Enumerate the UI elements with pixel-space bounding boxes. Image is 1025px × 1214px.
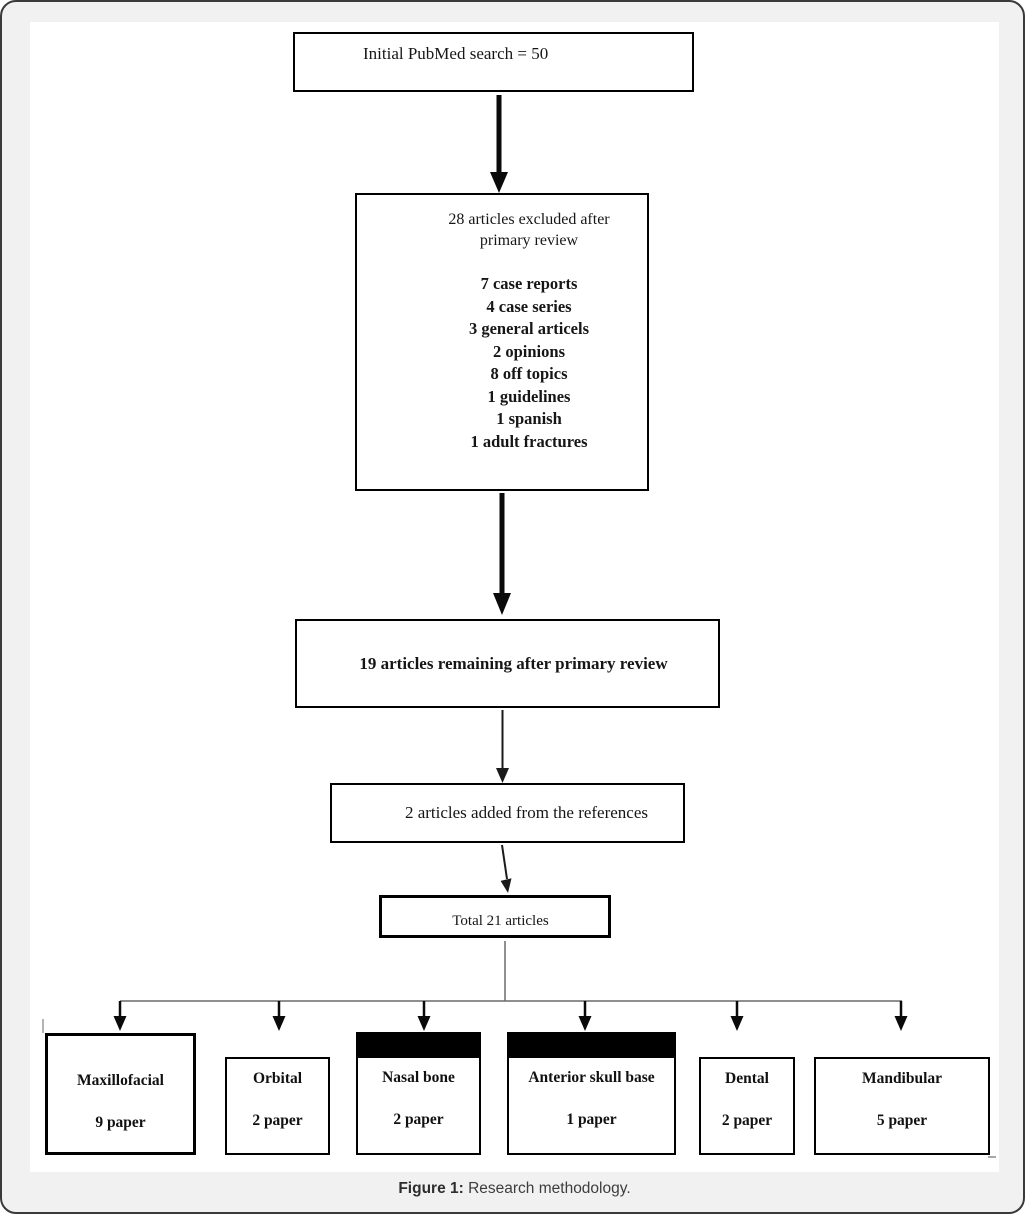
- flow-box-remaining: 19 articles remaining after primary revi…: [295, 619, 720, 708]
- category-box-dental: Dental 2 paper: [699, 1057, 795, 1155]
- total-label: Total 21 articles: [452, 913, 549, 929]
- excluded-item: 1 guidelines: [487, 386, 571, 406]
- category-box-orbital: Orbital 2 paper: [225, 1057, 330, 1155]
- flow-box-total: Total 21 articles: [379, 895, 611, 938]
- excluded-header-line1: 28 articles excluded after: [448, 211, 610, 228]
- category-box-anterior-skull-base: Anterior skull base 1 paper: [507, 1032, 676, 1155]
- excluded-item: 4 case series: [486, 296, 572, 316]
- added-references-label: 2 articles added from the references: [404, 803, 649, 822]
- category-box-nasal-bone: Nasal bone 2 paper: [356, 1032, 481, 1155]
- category-count: 2 paper: [252, 1112, 303, 1129]
- excluded-item: 8 off topics: [490, 364, 568, 383]
- category-name: Dental: [725, 1070, 769, 1087]
- initial-search-label: Initial PubMed search = 50: [363, 44, 549, 63]
- figure-caption-label: Figure 1:: [398, 1180, 464, 1197]
- category-box-maxillofacial: Maxillofacial 9 paper: [45, 1033, 196, 1155]
- figure-caption-text: Research methodology.: [463, 1180, 631, 1197]
- excluded-header-line2: primary review: [479, 232, 579, 249]
- excluded-item: 2 opinions: [493, 341, 565, 361]
- excluded-item: 3 general articels: [468, 319, 590, 338]
- category-name: Maxillofacial: [77, 1072, 164, 1089]
- excluded-item: 7 case reports: [480, 274, 578, 293]
- category-count: 2 paper: [393, 1111, 444, 1128]
- category-count: 5 paper: [876, 1112, 928, 1129]
- category-name: Anterior skull base: [528, 1069, 655, 1086]
- category-name: Mandibular: [861, 1070, 943, 1087]
- highlight-bar: [358, 1034, 479, 1058]
- excluded-header: 28 articles excluded after primary revie…: [357, 209, 647, 251]
- flow-box-excluded: 28 articles excluded after primary revie…: [355, 193, 649, 491]
- category-box-mandibular: Mandibular 5 paper: [814, 1057, 990, 1155]
- flow-box-added-references: 2 articles added from the references: [330, 783, 685, 843]
- category-count: 2 paper: [721, 1112, 773, 1129]
- excluded-item: 1 adult fractures: [470, 431, 588, 451]
- category-count: 1 paper: [566, 1111, 617, 1128]
- category-name: Orbital: [252, 1070, 303, 1087]
- remaining-label: 19 articles remaining after primary revi…: [359, 653, 668, 673]
- figure-caption: Figure 1: Research methodology.: [2, 1180, 1023, 1198]
- excluded-list: 7 case reports 4 case series 3 general a…: [357, 273, 647, 453]
- category-name: Nasal bone: [382, 1069, 455, 1086]
- highlight-bar: [509, 1034, 674, 1058]
- excluded-item: 1 spanish: [496, 409, 562, 428]
- flow-box-initial-search: Initial PubMed search = 50: [293, 32, 694, 92]
- category-count: 9 paper: [95, 1114, 146, 1131]
